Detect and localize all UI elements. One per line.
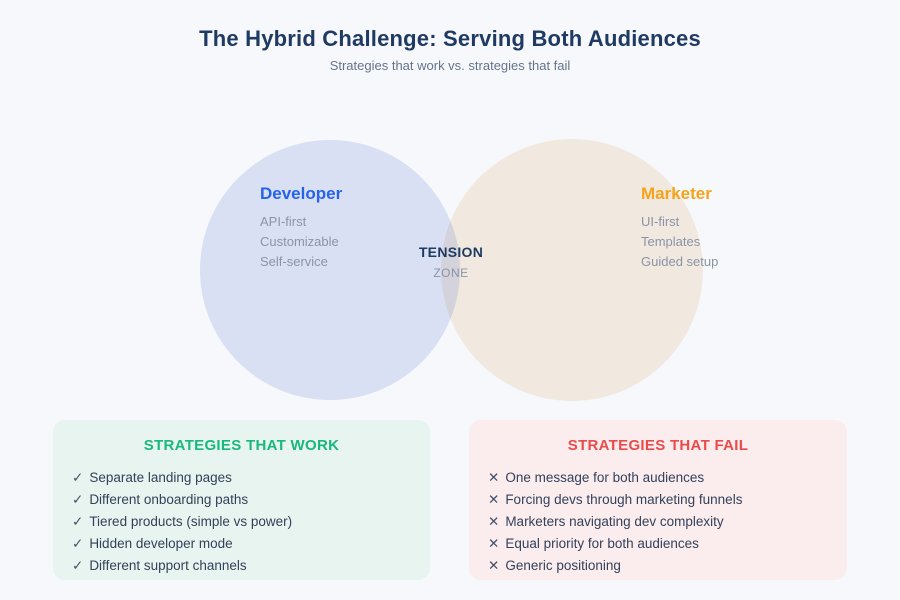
- marketer-text-block: Marketer UI-first Templates Guided setup: [641, 184, 718, 272]
- cross-icon: ✕: [488, 514, 500, 529]
- developer-item: Self-service: [260, 254, 328, 269]
- developer-text-block: Developer API-first Customizable Self-se…: [260, 184, 342, 272]
- list-item-label: Separate landing pages: [89, 470, 232, 485]
- list-item: ✕ Generic positioning: [488, 555, 847, 577]
- check-icon: ✓: [72, 492, 84, 507]
- developer-label: Developer: [260, 184, 343, 203]
- check-icon: ✓: [72, 536, 84, 551]
- developer-item: Customizable: [260, 234, 339, 249]
- check-icon: ✓: [72, 470, 84, 485]
- tension-text: TENSION: [418, 244, 484, 260]
- list-item-label: Forcing devs through marketing funnels: [505, 492, 743, 507]
- list-item: ✕ One message for both audiences: [488, 467, 847, 489]
- list-item-label: Different support channels: [89, 558, 247, 573]
- tension-zone-label: TENSION ZONE: [401, 244, 501, 280]
- cross-icon: ✕: [488, 536, 500, 551]
- list-item-label: Tiered products (simple vs power): [89, 514, 293, 529]
- fail-box-list: ✕ One message for both audiences ✕ Forcing…: [469, 467, 847, 577]
- marketer-label: Marketer: [641, 184, 712, 203]
- list-item-label: Hidden developer mode: [89, 536, 233, 551]
- page-title: The Hybrid Challenge: Serving Both Audie…: [199, 26, 701, 51]
- marketer-item: UI-first: [641, 214, 680, 229]
- list-item-label: Different onboarding paths: [89, 492, 249, 507]
- cross-icon: ✕: [488, 558, 500, 573]
- list-item: ✓ Different onboarding paths: [72, 489, 430, 511]
- work-box-title: STRATEGIES THAT WORK: [143, 437, 340, 454]
- list-item: ✕ Marketers navigating dev complexity: [488, 511, 847, 533]
- check-icon: ✓: [72, 558, 84, 573]
- strategies-that-work-box: STRATEGIES THAT WORK ✓ Separate landing p…: [53, 420, 430, 580]
- list-item: ✕ Equal priority for both audiences: [488, 533, 847, 555]
- cross-icon: ✕: [488, 492, 500, 507]
- developer-item: API-first: [260, 214, 307, 229]
- zone-text: ZONE: [433, 266, 469, 280]
- developer-circle: [200, 140, 460, 400]
- page-subtitle: Strategies that work vs. strategies that…: [329, 58, 571, 73]
- list-item-label: One message for both audiences: [505, 470, 705, 485]
- list-item-label: Marketers navigating dev complexity: [505, 514, 724, 529]
- cross-icon: ✕: [488, 470, 500, 485]
- fail-box-title: STRATEGIES THAT FAIL: [567, 437, 749, 454]
- list-item: ✕ Forcing devs through marketing funnels: [488, 489, 847, 511]
- list-item: ✓ Hidden developer mode: [72, 533, 430, 555]
- marketer-item: Guided setup: [641, 254, 719, 269]
- marketer-circle: [441, 139, 703, 401]
- list-item: ✓ Different support channels: [72, 555, 430, 577]
- check-icon: ✓: [72, 514, 84, 529]
- list-item-label: Equal priority for both audiences: [505, 536, 699, 551]
- list-item: ✓ Tiered products (simple vs power): [72, 511, 430, 533]
- list-item-label: Generic positioning: [505, 558, 621, 573]
- list-item: ✓ Separate landing pages: [72, 467, 430, 489]
- work-box-list: ✓ Separate landing pages ✓ Different onboa…: [53, 467, 430, 577]
- strategies-that-fail-box: STRATEGIES THAT FAIL ✕ One message for bo…: [469, 420, 847, 580]
- marketer-item: Templates: [641, 234, 701, 249]
